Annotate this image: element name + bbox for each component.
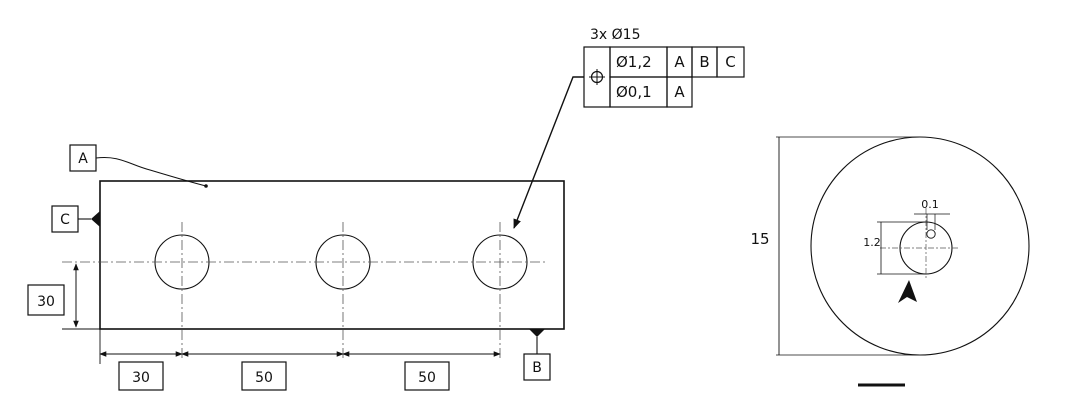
main-part-view (62, 180, 565, 364)
datum-c-triangle (91, 211, 100, 227)
datum-b-label: B (532, 360, 542, 376)
dim-30-horizontal-box (118, 361, 164, 391)
dim-50-a: 50 (255, 370, 273, 386)
datum-a: A (69, 144, 208, 188)
dim-50-b: 50 (418, 370, 436, 386)
datum-a-dot (204, 184, 208, 188)
detail-view: 15 1.2 0.1 (750, 136, 1030, 387)
datum-a-leader (95, 156, 207, 187)
dim-50-b-box (404, 361, 450, 391)
extension-lines (62, 328, 101, 364)
fcf-row2-tolerance: Ø0,1 (616, 83, 652, 101)
datum-b: B (523, 329, 551, 381)
fcf-leader-arrow (513, 76, 584, 229)
dim-30-horizontal: 30 (132, 370, 150, 386)
position-tolerance-icon (589, 69, 605, 85)
center-lines (62, 222, 548, 360)
fcf-row1-datum3-cell (716, 46, 745, 78)
dim-30-vertical-box (27, 284, 65, 316)
fcf-row1-datum-a: A (674, 53, 685, 71)
fcf-row1-datum-b: B (699, 53, 709, 71)
datum-a-label: A (78, 151, 88, 167)
fcf-row2-datum-a: A (674, 83, 685, 101)
dimension-hole-height: 30 (27, 263, 79, 328)
horizontal-dimensions: 30 50 50 (99, 351, 501, 391)
detail-small-zone (926, 229, 936, 239)
detail-arrow-icon (898, 280, 917, 303)
detail-offset-label: 0.1 (921, 198, 939, 211)
datum-c: C (51, 205, 100, 233)
fcf-row2-datum1-cell (666, 76, 693, 108)
part-outline (99, 180, 565, 330)
detail-inner-label: 1.2 (863, 236, 881, 249)
datum-b-triangle (529, 329, 545, 337)
feature-control-frame: 3x Ø15 Ø1,2 A B C Ø0,1 A (513, 27, 745, 229)
detail-diameter-label: 15 (750, 230, 769, 248)
detail-outer-circle (810, 136, 1030, 356)
datum-c-label: C (60, 212, 70, 228)
dim-50-a-box (241, 361, 287, 391)
hole-count-label: 3x Ø15 (590, 27, 640, 43)
dim-30-vertical: 30 (37, 294, 55, 310)
fcf-row1-tolerance: Ø1,2 (616, 53, 652, 71)
datum-b-box (523, 353, 551, 381)
fcf-row1-datum-c: C (725, 53, 735, 71)
